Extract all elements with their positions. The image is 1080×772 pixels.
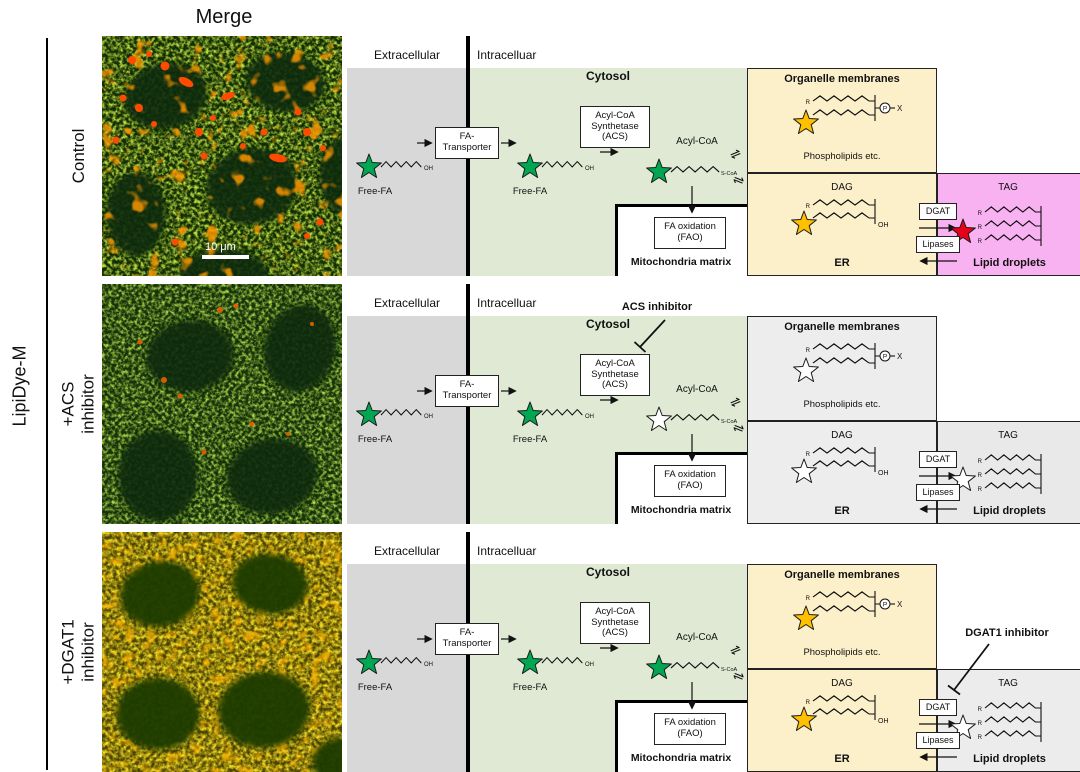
region-er <box>747 421 937 524</box>
cell-nuclei <box>116 553 342 772</box>
label-extracellular: Extracellular <box>373 296 441 310</box>
pathway-diagram: OH OH S-CoA R P X R OH R R R ⇌ ⇌ <box>347 284 1080 524</box>
lipases-box: Lipases <box>916 732 960 749</box>
lipases-box: Lipases <box>916 236 960 253</box>
micrograph-dgat1-inhibitor <box>102 532 342 772</box>
label-dag: DAG <box>831 678 853 689</box>
label-dag: DAG <box>831 430 853 441</box>
dgat-box: DGAT <box>919 451 957 468</box>
group-label-text: LipiDye-M <box>9 345 30 427</box>
micrograph-image <box>102 284 342 524</box>
fa-transporter-box: FA- Transporter <box>435 375 499 407</box>
label-extracellular: Extracellular <box>373 48 441 62</box>
label-free-fa-extracellular: Free-FA <box>357 186 393 197</box>
label-er: ER <box>834 753 850 765</box>
region-extracellular <box>347 68 466 276</box>
region-er <box>747 173 937 276</box>
micrograph-control: 10 μm <box>102 36 342 276</box>
cell-nuclei <box>118 304 337 522</box>
region-organelle-membranes <box>747 68 937 173</box>
acs-box: Acyl-CoA Synthetase (ACS) <box>580 602 650 644</box>
label-phospholipids: Phospholipids etc. <box>803 647 881 658</box>
group-bracket-line <box>46 38 48 770</box>
region-extracellular <box>347 564 466 772</box>
label-organelle-membranes: Organelle membranes <box>784 321 900 333</box>
micrograph-acs-inhibitor <box>102 284 342 524</box>
label-dag: DAG <box>831 182 853 193</box>
micrograph-image: 10 μm <box>102 36 342 276</box>
dgat-box: DGAT <box>919 203 957 220</box>
label-phospholipids: Phospholipids etc. <box>803 399 881 410</box>
pathway-diagram-dgat1-inhibitor: OH OH S-CoA R P X R OH R R R ⇌ ⇌ <box>347 532 1080 772</box>
column-header-merge: Merge <box>195 6 253 28</box>
row-label-control: Control <box>56 36 102 276</box>
acs-box: Acyl-CoA Synthetase (ACS) <box>580 354 650 396</box>
micrograph-image <box>102 532 342 772</box>
label-intracellular: Intracelluar <box>477 48 537 62</box>
region-organelle-membranes <box>747 564 937 669</box>
region-er <box>747 669 937 772</box>
label-tag: TAG <box>998 430 1018 441</box>
label-acs-inhibitor: ACS inhibitor <box>621 301 693 313</box>
row-label-text: +DGAT1 inhibitor <box>58 619 98 685</box>
label-acyl-coa: Acyl-CoA <box>676 384 718 395</box>
scale-bar <box>202 255 249 259</box>
label-free-fa-extracellular: Free-FA <box>357 682 393 693</box>
label-extracellular: Extracellular <box>373 544 441 558</box>
pathway-diagram-control: OH OH S-CoA R P X R OH R R R ⇌ ⇌ <box>347 36 1080 276</box>
lipid-droplet-puncta <box>137 303 314 455</box>
label-acyl-coa: Acyl-CoA <box>676 136 718 147</box>
region-extracellular <box>347 316 466 524</box>
label-intracellular: Intracelluar <box>477 544 537 558</box>
label-er: ER <box>834 505 850 517</box>
row-dgat1-inhibitor: +DGAT1 inhibitor <box>56 532 1080 772</box>
label-mitochondria-matrix: Mitochondria matrix <box>630 256 732 268</box>
pathway-diagram-acs-inhibitor: OH OH S-CoA R P X R OH R R R ⇌ ⇌ <box>347 284 1080 524</box>
row-label-dgat1-inhibitor: +DGAT1 inhibitor <box>56 532 102 772</box>
pathway-diagram: OH OH S-CoA R P X R OH R R R ⇌ ⇌ <box>347 36 1080 276</box>
lipid-droplet-puncta <box>112 51 326 246</box>
label-lipid-droplets: Lipid droplets <box>973 257 1046 269</box>
label-free-fa-intracellular: Free-FA <box>512 434 548 445</box>
label-intracellular: Intracelluar <box>477 296 537 310</box>
row-label-text: +ACS inhibitor <box>58 374 98 434</box>
acs-box: Acyl-CoA Synthetase (ACS) <box>580 106 650 148</box>
label-tag: TAG <box>998 182 1018 193</box>
pathway-diagram: OH OH S-CoA R P X R OH R R R ⇌ ⇌ <box>347 532 1080 772</box>
label-acyl-coa: Acyl-CoA <box>676 632 718 643</box>
fao-box: FA oxidation (FAO) <box>654 465 726 497</box>
label-cytosol: Cytosol <box>585 317 630 331</box>
group-label-lipidye-m: LipiDye-M <box>0 0 40 772</box>
row-acs-inhibitor: +ACS inhibitor <box>56 284 1080 524</box>
label-dgat1-inhibitor: DGAT1 inhibitor <box>965 627 1049 639</box>
label-tag: TAG <box>998 678 1018 689</box>
lipid-droplet-texture <box>102 36 342 276</box>
label-mitochondria-matrix: Mitochondria matrix <box>630 752 732 764</box>
fao-box: FA oxidation (FAO) <box>654 217 726 249</box>
label-er: ER <box>834 257 850 269</box>
lipases-box: Lipases <box>916 484 960 501</box>
row-label-text: Control <box>68 128 88 184</box>
label-phospholipids: Phospholipids etc. <box>803 151 881 162</box>
label-cytosol: Cytosol <box>585 69 630 83</box>
row-label-acs-inhibitor: +ACS inhibitor <box>56 284 102 524</box>
row-control: Control <box>56 36 1080 276</box>
fa-transporter-box: FA- Transporter <box>435 623 499 655</box>
label-lipid-droplets: Lipid droplets <box>973 505 1046 517</box>
label-free-fa-intracellular: Free-FA <box>512 186 548 197</box>
fao-box: FA oxidation (FAO) <box>654 713 726 745</box>
scale-bar-label: 10 μm <box>205 241 236 253</box>
label-free-fa-extracellular: Free-FA <box>357 434 393 445</box>
label-organelle-membranes: Organelle membranes <box>784 73 900 85</box>
label-lipid-droplets: Lipid droplets <box>973 753 1046 765</box>
label-organelle-membranes: Organelle membranes <box>784 569 900 581</box>
label-cytosol: Cytosol <box>585 565 630 579</box>
label-mitochondria-matrix: Mitochondria matrix <box>630 504 732 516</box>
fa-transporter-box: FA- Transporter <box>435 127 499 159</box>
dgat-box: DGAT <box>919 699 957 716</box>
region-organelle-membranes <box>747 316 937 421</box>
label-free-fa-intracellular: Free-FA <box>512 682 548 693</box>
